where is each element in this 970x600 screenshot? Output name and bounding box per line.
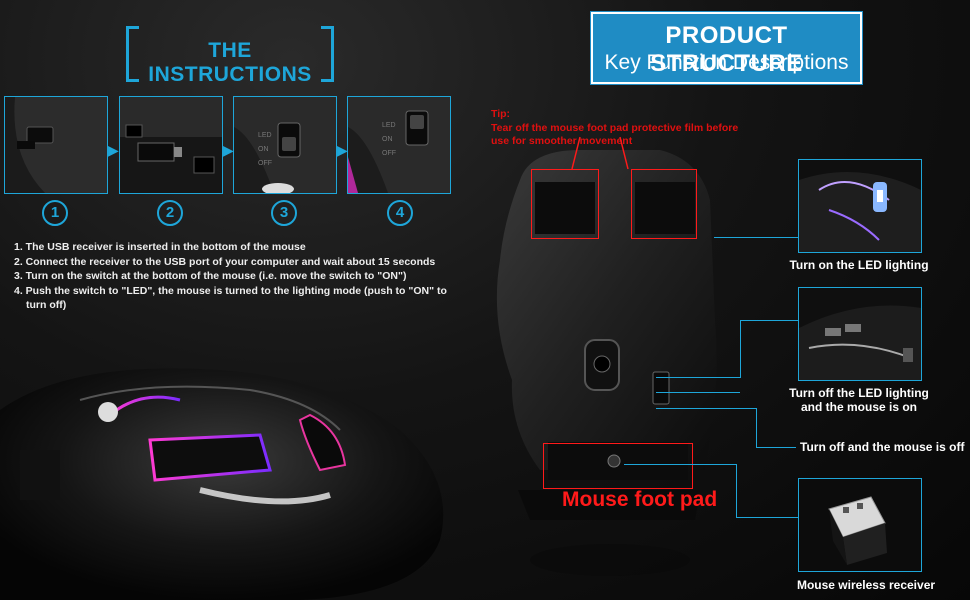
svg-text:OFF: OFF: [382, 150, 396, 157]
svg-text:LED: LED: [382, 122, 396, 129]
usb-port-illustration: [120, 97, 222, 193]
heading-bracket-left: [126, 26, 139, 82]
connector-line: [656, 408, 756, 409]
gaming-mouse-photo: [0, 320, 460, 600]
product-title: PRODUCT STRUCTURE: [650, 22, 803, 77]
foot-pad-highlight-right: [631, 169, 697, 239]
led-off-caption-line-2: and the mouse is on: [800, 400, 917, 414]
instructions-heading: THE INSTRUCTIONS: [126, 26, 334, 86]
connector-line: [656, 392, 740, 393]
product-subtitle: Key Function Descriptions: [604, 51, 849, 74]
foot-pad-highlight-left: [531, 169, 599, 239]
svg-text:OFF: OFF: [258, 160, 272, 167]
connector-line: [740, 320, 741, 378]
arrow-right-icon: ▶: [108, 142, 119, 158]
tip-pointer-lines: [571, 136, 629, 170]
led-on-illustration: [799, 160, 921, 252]
product-structure-heading: PRODUCT STRUCTURE Key Function Descripti…: [591, 12, 862, 84]
gaming-mouse-illustration: [0, 368, 444, 600]
step-image-2: [119, 96, 223, 194]
connector-line: [740, 320, 798, 321]
connector-line: [756, 408, 757, 448]
instruction-item: 1. The USB receiver is inserted in the b…: [14, 241, 306, 253]
led-on-inset: [798, 159, 922, 253]
foot-pad-highlight-bottom: [543, 443, 693, 489]
step-number-4: 4: [387, 200, 413, 226]
led-off-illustration: [799, 288, 921, 380]
svg-text:LED: LED: [258, 132, 272, 139]
instruction-item: 3. Turn on the switch at the bottom of t…: [14, 270, 407, 282]
connector-line: [656, 377, 740, 378]
step-image-3: LED ON OFF: [233, 96, 337, 194]
connector-line: [714, 237, 798, 238]
arrow-right-icon: ▶: [223, 142, 234, 158]
receiver-caption: Mouse wireless receiver: [796, 578, 936, 592]
heading-bracket-right: [321, 26, 334, 82]
mouse-bottom-illustration: [5, 97, 107, 193]
svg-text:ON: ON: [382, 136, 393, 143]
connector-line: [736, 464, 737, 518]
instruction-item: 4. Push the switch to "LED", the mouse i…: [14, 284, 447, 312]
foot-pad-label: Mouse foot pad: [562, 488, 718, 511]
usb-receiver-illustration: [799, 479, 921, 571]
step-image-1: [4, 96, 108, 194]
arrow-right-icon: ▶: [337, 142, 348, 158]
mouse-off-caption: Turn off and the mouse is off: [800, 440, 965, 454]
led-switch-illustration: LED ON OFF: [348, 97, 450, 193]
led-off-caption-line-1: Turn off the LED lighting: [789, 386, 929, 400]
connector-line: [736, 517, 798, 518]
connector-line: [624, 464, 736, 465]
led-off-caption: Turn off the LED lighting and the mouse …: [786, 386, 932, 414]
step-image-4: LED ON OFF: [347, 96, 451, 194]
tip-text: Tip: Tear off the mouse foot pad protect…: [491, 108, 738, 149]
instruction-item: 2. Connect the receiver to the USB port …: [14, 255, 436, 268]
tip-line-2: use for smoother movement: [491, 135, 633, 147]
tip-label: Tip:: [491, 108, 511, 120]
tip-line-1: Tear off the mouse foot pad protective f…: [491, 121, 739, 134]
svg-text:ON: ON: [258, 146, 269, 153]
led-off-inset: [798, 287, 922, 381]
receiver-inset: [798, 478, 922, 572]
instructions-list: 1. The USB receiver is inserted in the b…: [14, 240, 454, 313]
instructions-title: THE INSTRUCTIONS: [148, 39, 312, 86]
power-switch-illustration: LED ON OFF: [234, 97, 336, 193]
connector-line: [756, 447, 796, 448]
step-number-3: 3: [271, 200, 297, 226]
step-number-1: 1: [42, 200, 68, 226]
led-on-caption: Turn on the LED lighting: [789, 258, 929, 272]
step-number-2: 2: [157, 200, 183, 226]
mouse-underside-illustration: [496, 150, 717, 576]
